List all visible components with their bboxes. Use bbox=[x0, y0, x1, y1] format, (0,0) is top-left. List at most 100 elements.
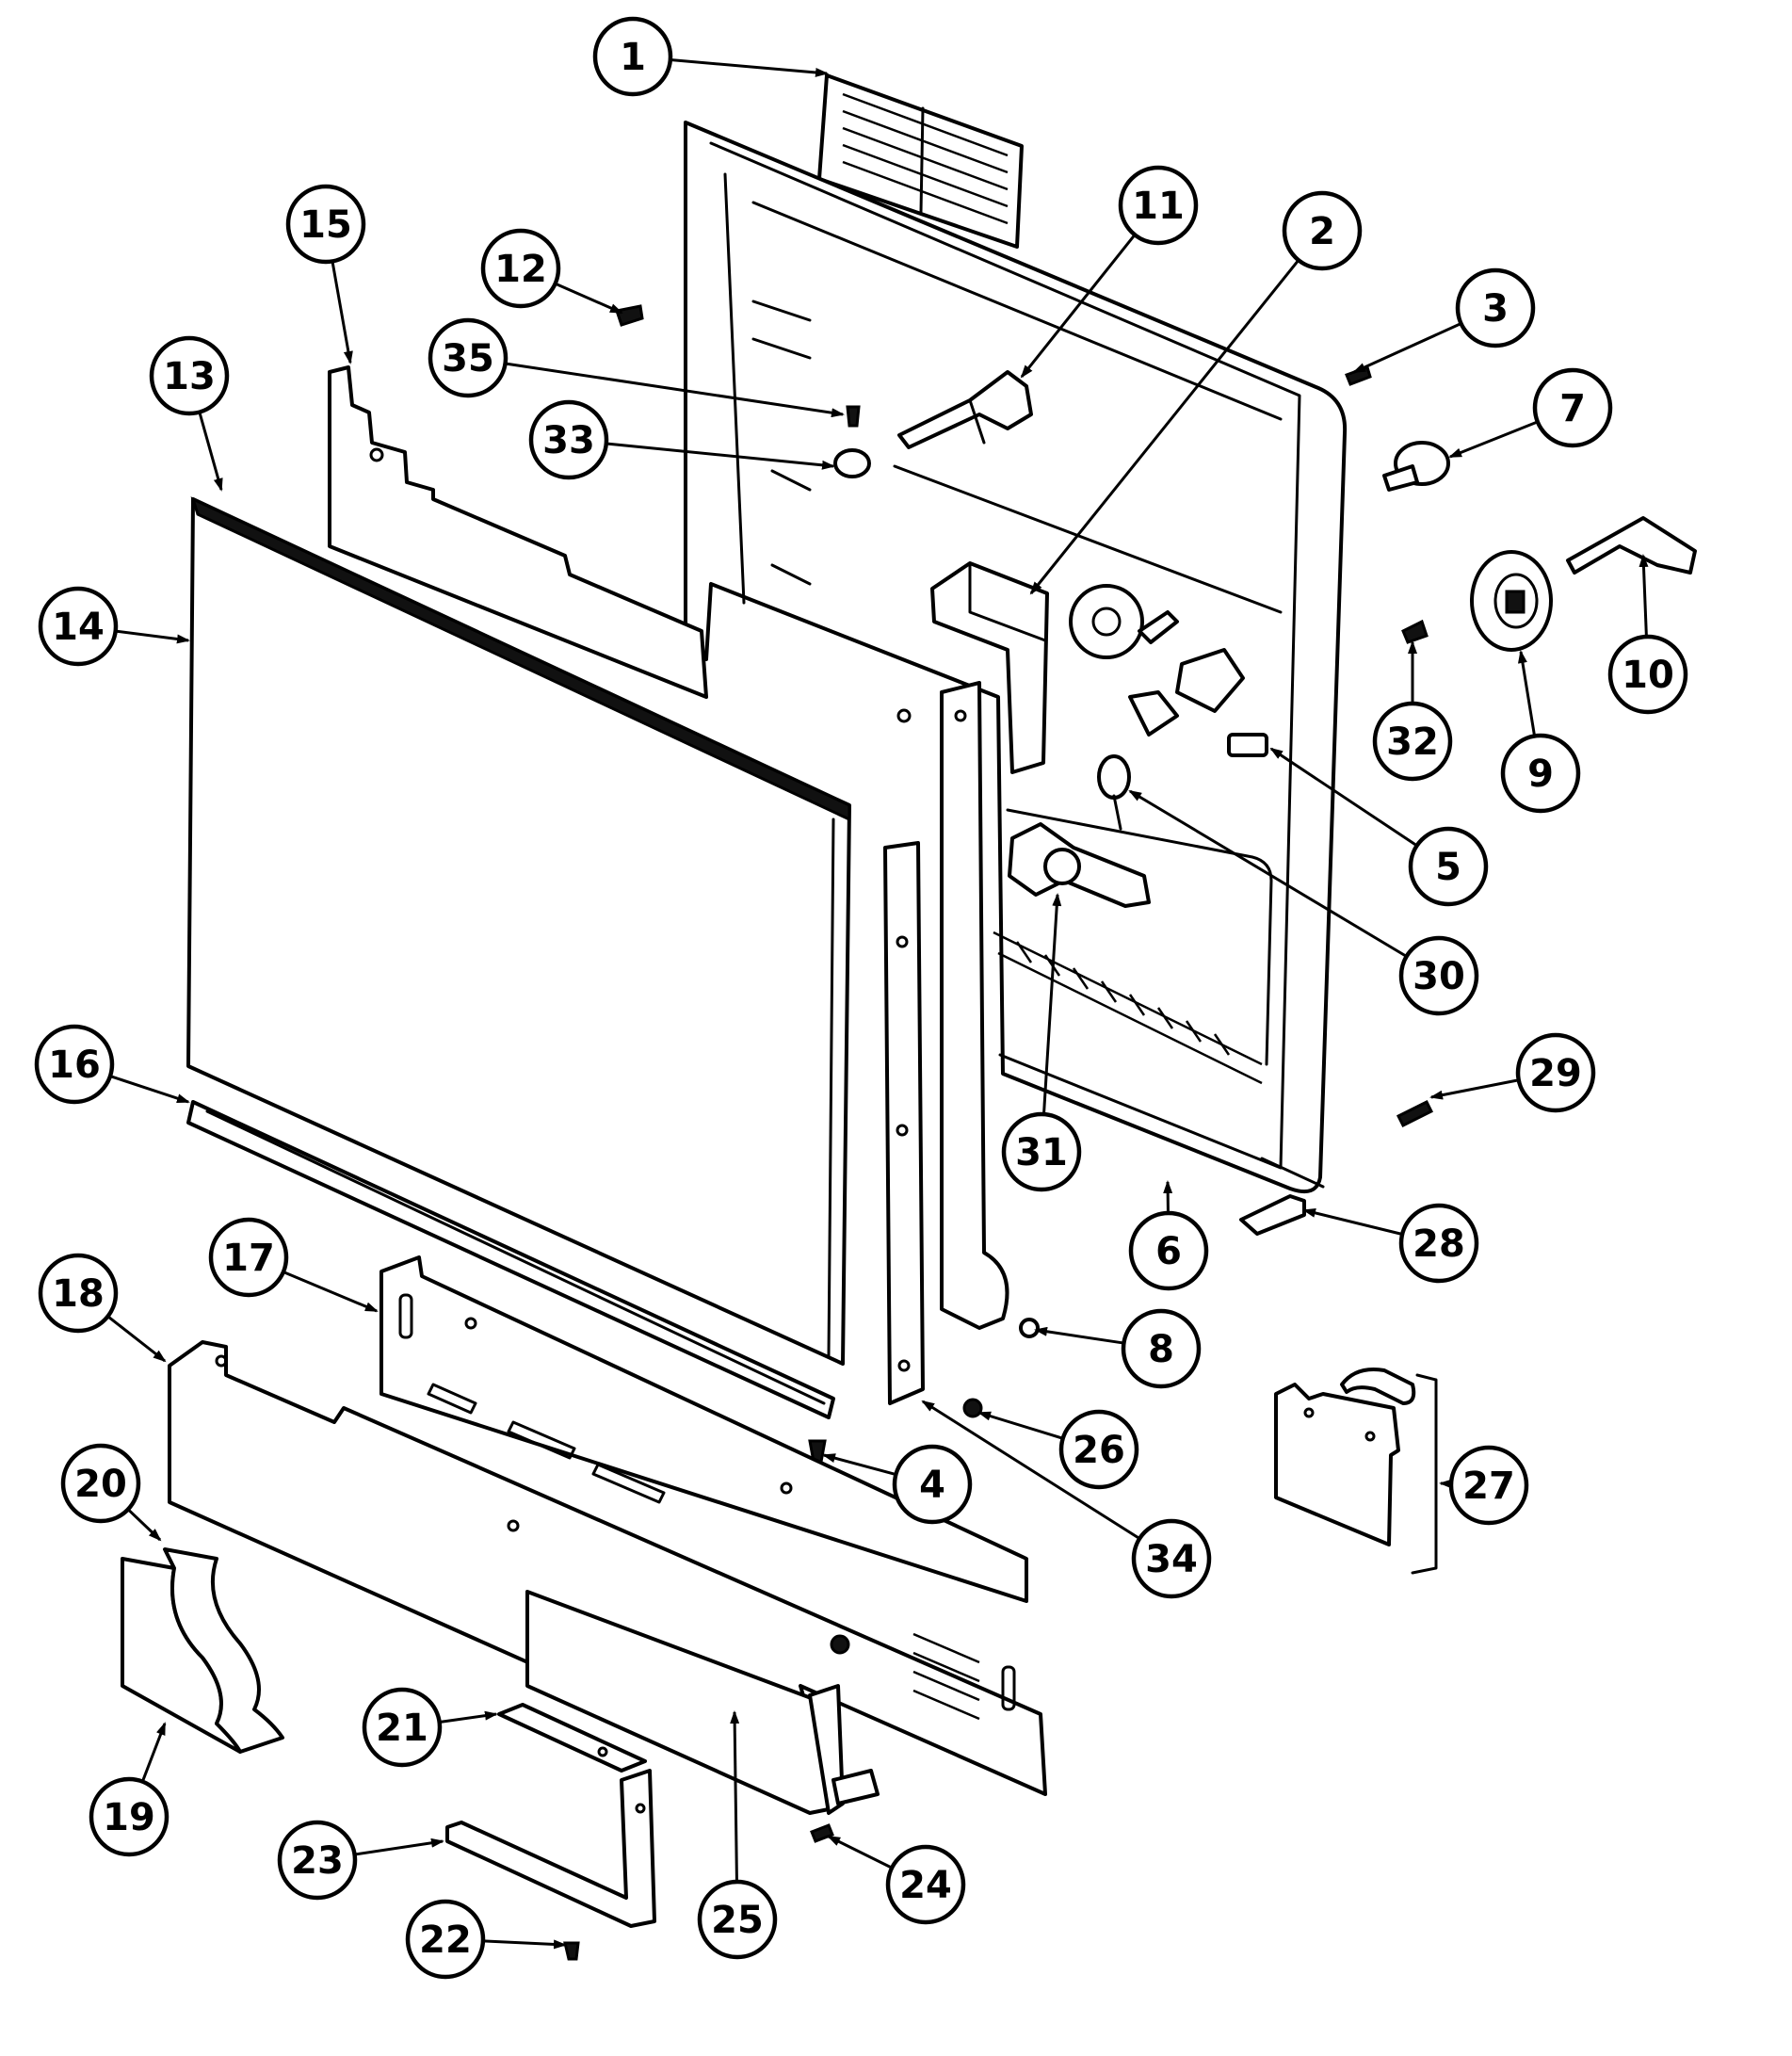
callout-number: 23 bbox=[291, 1839, 344, 1883]
part-spring bbox=[833, 448, 871, 478]
callout-4: 4 bbox=[892, 1444, 973, 1525]
callout-number: 24 bbox=[899, 1864, 952, 1907]
leader-line-2 bbox=[1029, 259, 1300, 595]
callout-25: 25 bbox=[697, 1879, 778, 1960]
part-insulation-sheet bbox=[121, 1547, 284, 1754]
part-top-vent bbox=[817, 73, 1024, 249]
callout-circle bbox=[528, 399, 609, 480]
callout-number: 20 bbox=[74, 1463, 127, 1506]
callout-circle bbox=[592, 16, 673, 97]
part-latch-lever bbox=[897, 370, 1033, 449]
callout-number: 28 bbox=[1413, 1222, 1465, 1266]
callout-circle bbox=[1372, 701, 1453, 782]
leader-line-34 bbox=[921, 1400, 1140, 1540]
callout-number: 17 bbox=[222, 1237, 275, 1280]
callout-number: 31 bbox=[1015, 1131, 1068, 1174]
callouts-group: 1234567891011121314151617181920212223242… bbox=[34, 16, 1688, 1980]
part-small-pin bbox=[846, 405, 861, 428]
callout-7: 7 bbox=[1532, 367, 1613, 448]
callout-15: 15 bbox=[285, 184, 366, 265]
leader-line-14 bbox=[115, 629, 190, 644]
leader-line-20 bbox=[126, 1508, 162, 1542]
leader-line-5 bbox=[1269, 747, 1418, 848]
part-small-spring bbox=[1097, 754, 1131, 831]
callout-18: 18 bbox=[38, 1253, 119, 1334]
callout-circle bbox=[38, 1253, 119, 1334]
callout-circle bbox=[277, 1820, 358, 1901]
callout-29: 29 bbox=[1515, 1032, 1596, 1113]
callout-number: 30 bbox=[1413, 955, 1465, 998]
leader-line-1 bbox=[670, 57, 829, 77]
leader-line-22 bbox=[482, 1939, 567, 1950]
callout-5: 5 bbox=[1408, 826, 1489, 907]
leader-line-28 bbox=[1302, 1207, 1403, 1236]
callout-number: 8 bbox=[1148, 1328, 1174, 1371]
part-liner-knob bbox=[1069, 584, 1179, 659]
callout-number: 11 bbox=[1132, 185, 1185, 228]
callout-circle bbox=[1128, 1210, 1209, 1291]
callout-12: 12 bbox=[480, 228, 561, 309]
callout-circle bbox=[1398, 935, 1479, 1016]
callout-number: 33 bbox=[542, 419, 595, 462]
callout-circle bbox=[1058, 1409, 1139, 1490]
callout-circle bbox=[405, 1899, 486, 1980]
callout-circle bbox=[885, 1844, 966, 1925]
callout-8: 8 bbox=[1121, 1308, 1202, 1389]
callout-number: 1 bbox=[620, 36, 646, 79]
callout-number: 12 bbox=[494, 248, 547, 291]
callout-number: 3 bbox=[1482, 287, 1509, 331]
parts-group bbox=[121, 73, 1697, 1961]
callout-circle bbox=[1532, 367, 1613, 448]
callout-number: 32 bbox=[1386, 720, 1439, 764]
callout-27: 27 bbox=[1448, 1445, 1529, 1526]
leader-lines bbox=[106, 57, 1649, 1950]
callout-number: 18 bbox=[52, 1272, 105, 1316]
leader-line-23 bbox=[354, 1837, 444, 1856]
callout-circle bbox=[1398, 1203, 1479, 1284]
leader-line-8 bbox=[1034, 1326, 1124, 1345]
part-dial bbox=[1470, 550, 1553, 652]
callout-17: 17 bbox=[208, 1217, 289, 1298]
callout-31: 31 bbox=[1001, 1111, 1082, 1192]
leader-line-10 bbox=[1639, 554, 1649, 638]
part-handle-lever bbox=[1566, 516, 1697, 575]
callout-number: 13 bbox=[163, 355, 216, 398]
callout-circle bbox=[1500, 733, 1581, 814]
part-side-channel bbox=[883, 841, 925, 1405]
callout-34: 34 bbox=[1131, 1518, 1212, 1599]
leader-line-3 bbox=[1352, 322, 1462, 374]
callout-circle bbox=[1121, 1308, 1202, 1389]
callout-35: 35 bbox=[428, 317, 509, 398]
callout-number: 16 bbox=[48, 1044, 101, 1087]
callout-circle bbox=[149, 335, 230, 416]
leader-line-18 bbox=[106, 1315, 167, 1363]
callout-circle bbox=[60, 1443, 141, 1524]
leader-line-25 bbox=[730, 1710, 740, 1883]
part-outer-door-panel bbox=[186, 496, 851, 1366]
leader-line-19 bbox=[140, 1722, 167, 1783]
callout-circle bbox=[1455, 267, 1536, 348]
leader-line-35 bbox=[505, 362, 845, 418]
part-latch-housing bbox=[930, 561, 1049, 774]
leader-line-31 bbox=[1041, 893, 1062, 1115]
leader-line-4 bbox=[822, 1453, 896, 1477]
leader-line-16 bbox=[109, 1075, 190, 1104]
callout-32: 32 bbox=[1372, 701, 1453, 782]
leader-line-9 bbox=[1517, 650, 1537, 737]
callout-33: 33 bbox=[528, 399, 609, 480]
callout-circle bbox=[697, 1879, 778, 1960]
callout-number: 25 bbox=[711, 1899, 764, 1942]
part-cam-lever bbox=[1008, 822, 1151, 908]
leader-line-12 bbox=[555, 282, 623, 315]
part-l-bracket bbox=[445, 1769, 656, 1928]
callout-circle bbox=[428, 317, 509, 398]
leader-line-26 bbox=[977, 1411, 1064, 1440]
callout-circle bbox=[1131, 1518, 1212, 1599]
callout-number: 15 bbox=[299, 203, 352, 247]
callout-number: 22 bbox=[419, 1918, 472, 1962]
callout-16: 16 bbox=[34, 1024, 115, 1105]
callout-circle bbox=[89, 1776, 170, 1857]
callout-circle bbox=[892, 1444, 973, 1525]
callout-23: 23 bbox=[277, 1820, 358, 1901]
leader-line-11 bbox=[1020, 234, 1137, 379]
